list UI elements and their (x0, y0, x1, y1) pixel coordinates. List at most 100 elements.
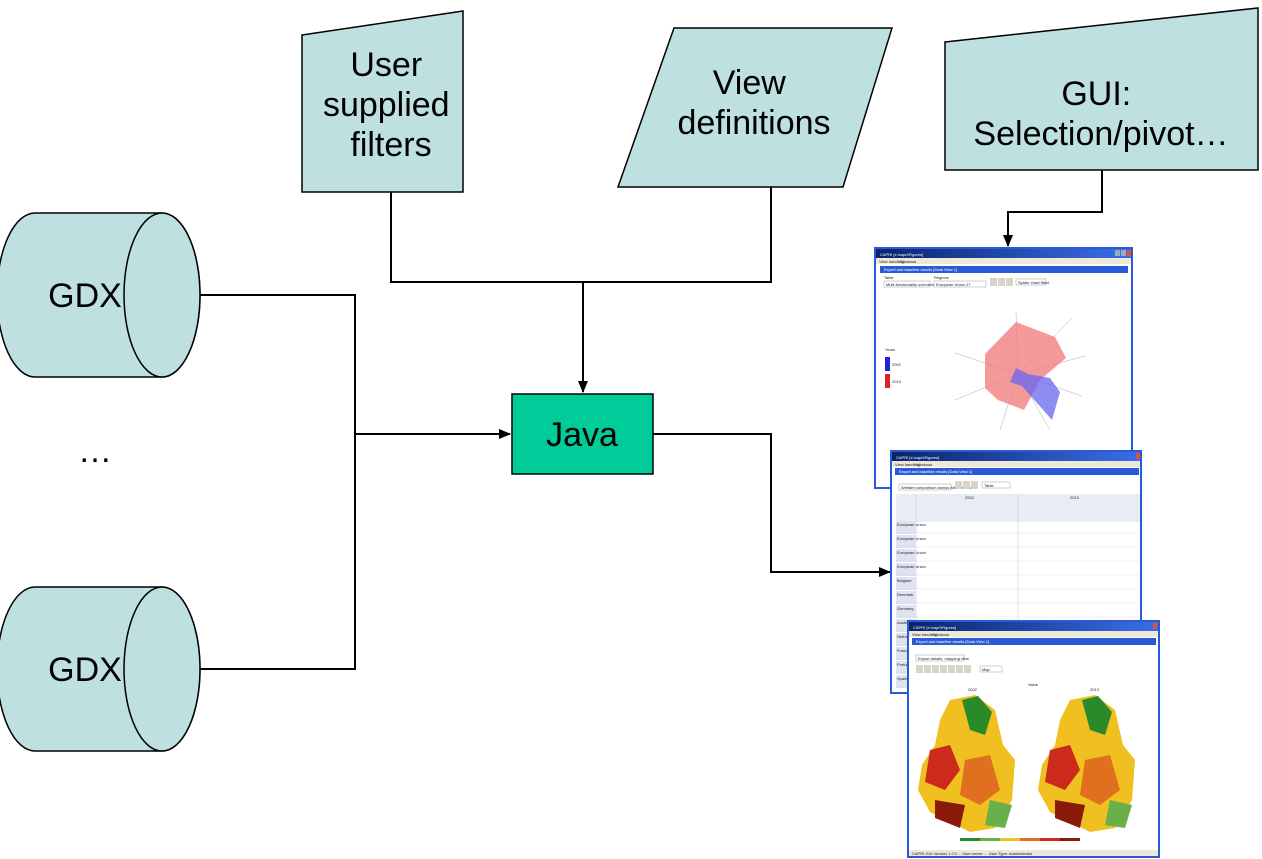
spider-minimize-button[interactable] (1115, 250, 1120, 256)
spider-table-value: Multi-functionality overview (886, 282, 934, 287)
spider-viewtype-select[interactable] (1015, 278, 1047, 286)
map-viewtype-select[interactable] (979, 665, 1003, 673)
table-menu-view-handling[interactable]: View handling (895, 462, 920, 467)
map-toolbar: Map (916, 665, 1003, 673)
map-europe-2013 (1038, 695, 1135, 832)
connector-gdx-top (200, 294, 356, 670)
map-title-center: Value (1028, 682, 1039, 687)
table-frame-title: Export and baseline results [Data View 1… (899, 469, 972, 474)
gdx-bottom-label: GDX (48, 651, 122, 689)
gdx-cylinder-top: GDX (0, 212, 201, 378)
table-row-label: European Union (897, 536, 926, 541)
spider-chart (954, 311, 1086, 431)
map-title-left: 2002 (968, 687, 978, 692)
spider-legend-title: Years (885, 347, 895, 352)
spider-toolbar-export-icon[interactable] (998, 278, 1005, 286)
arrow-gui-to-screens (1003, 170, 1103, 247)
spider-regions-field: Regions (934, 275, 949, 280)
map-table-select[interactable] (915, 654, 965, 662)
view-definitions-box: View definitions (616, 27, 894, 188)
arrow-java-to-screens (653, 433, 891, 577)
view-definitions-line-2: definitions (677, 104, 830, 142)
map-toolbar-pan-icon[interactable] (964, 665, 971, 673)
table-row-label: Austria (897, 620, 910, 625)
svg-text:GUI: Selection/pivot…: GUI: Selection/pivot… (973, 75, 1228, 153)
spider-toolbar-copy-icon[interactable] (990, 278, 997, 286)
table-row-label: Belgium (897, 578, 912, 583)
gdx-top-label: GDX (48, 277, 122, 315)
spider-legend-swatch-2013 (885, 374, 890, 388)
table-row-header-bg (896, 563, 916, 576)
map-toolbar-export-icon[interactable] (924, 665, 931, 673)
table-row-header-bg (896, 521, 916, 534)
map-table-value: Export details, mapping view (918, 656, 969, 661)
map-viewtype-value: Map (982, 667, 991, 672)
table-window-titlebar (892, 452, 1140, 461)
table-row-label: Denmark (897, 592, 913, 597)
spider-series-2002 (1010, 368, 1060, 420)
spider-maximize-button[interactable] (1121, 250, 1126, 256)
table-toolbar-export-icon[interactable] (963, 481, 970, 489)
svg-text:User supplied filt: User supplied filters (323, 46, 459, 164)
table-toolbar-copy-icon[interactable] (955, 481, 962, 489)
table-viewtype-select[interactable] (981, 481, 1011, 489)
spider-toolbar-settings-icon[interactable] (1006, 278, 1013, 286)
map-toolbar-settings-icon[interactable] (940, 665, 947, 673)
table-row-label: Spain (897, 676, 907, 681)
gui-line-2: Selection/pivot… (973, 115, 1228, 153)
table-row-label: France (897, 648, 910, 653)
map-view-window: CAPRI [e:\capri\Figures] View handling W… (907, 620, 1160, 858)
spider-table-select[interactable] (883, 280, 931, 288)
table-row-label: Portugal (897, 662, 912, 667)
spider-menu-windows[interactable]: Windows (900, 259, 916, 264)
table-row-label: European Union (897, 522, 926, 527)
table-row-label: European Union (897, 550, 926, 555)
user-filters-line-2: supplied (323, 86, 450, 124)
spider-window-titlebar (876, 249, 1131, 258)
table-menu-windows[interactable]: Windows (916, 462, 932, 467)
gdx-ellipsis: … (78, 432, 112, 470)
spider-chart-window: CAPRI [e:\capri\Figures] View handling W… (874, 247, 1133, 489)
spider-legend-2002: 2002 (892, 362, 902, 367)
map-status-bar (909, 850, 1158, 856)
map-status-text: CAPRI GUI Version 1.2.0 ... User name: .… (912, 851, 1033, 856)
table-year-header-2013: 2013 (1070, 495, 1080, 500)
table-frame-titlebar (895, 468, 1139, 475)
view-definitions-line-1: View (713, 64, 787, 102)
table-row-header-bg (896, 535, 916, 548)
map-toolbar-zoom-out-icon[interactable] (956, 665, 963, 673)
spider-close-button[interactable] (1127, 250, 1131, 256)
table-year-header-2002: 2002 (965, 495, 975, 500)
table-viewtype-value: Table (984, 483, 994, 488)
spider-viewtype-value: Spider chart filled (1018, 280, 1049, 285)
spider-series-2013 (985, 322, 1066, 410)
spider-regions-select[interactable] (933, 280, 987, 288)
map-frame-titlebar (912, 638, 1156, 645)
map-close-button[interactable] (1153, 623, 1157, 629)
table-row-header-bg (896, 591, 916, 604)
gdx-cylinder-bottom: GDX (0, 586, 201, 752)
connector-filters (390, 192, 583, 283)
connector-view-definitions (583, 187, 772, 283)
table-toolbar-settings-icon[interactable] (971, 481, 978, 489)
java-label: Java (546, 416, 618, 454)
connectors (200, 170, 1103, 670)
table-close-button[interactable] (1136, 453, 1140, 459)
map-color-scale (960, 838, 1080, 841)
map-window-title: CAPRI [e:\capri\Figures] (913, 625, 956, 630)
spider-menu-view-handling[interactable]: View handling (879, 259, 904, 264)
table-table-value: Welfare comparison across Member States (901, 485, 978, 490)
spider-regions-value: European Union 27 (936, 282, 971, 287)
user-filters-box: User supplied filters (301, 10, 464, 193)
user-filters-line-1: User (350, 46, 422, 84)
map-toolbar-zoom-in-icon[interactable] (948, 665, 955, 673)
map-toolbar-print-icon[interactable] (932, 665, 939, 673)
map-toolbar-copy-icon[interactable] (916, 665, 923, 673)
svg-text:View definitions: View definitions (677, 64, 830, 142)
spider-frame-titlebar (880, 266, 1128, 273)
table-table-select[interactable] (898, 483, 952, 491)
map-menu-windows[interactable]: Windows (933, 632, 949, 637)
map-menu-view-handling[interactable]: View handling (912, 632, 937, 637)
spider-table-field: Table (884, 275, 894, 280)
